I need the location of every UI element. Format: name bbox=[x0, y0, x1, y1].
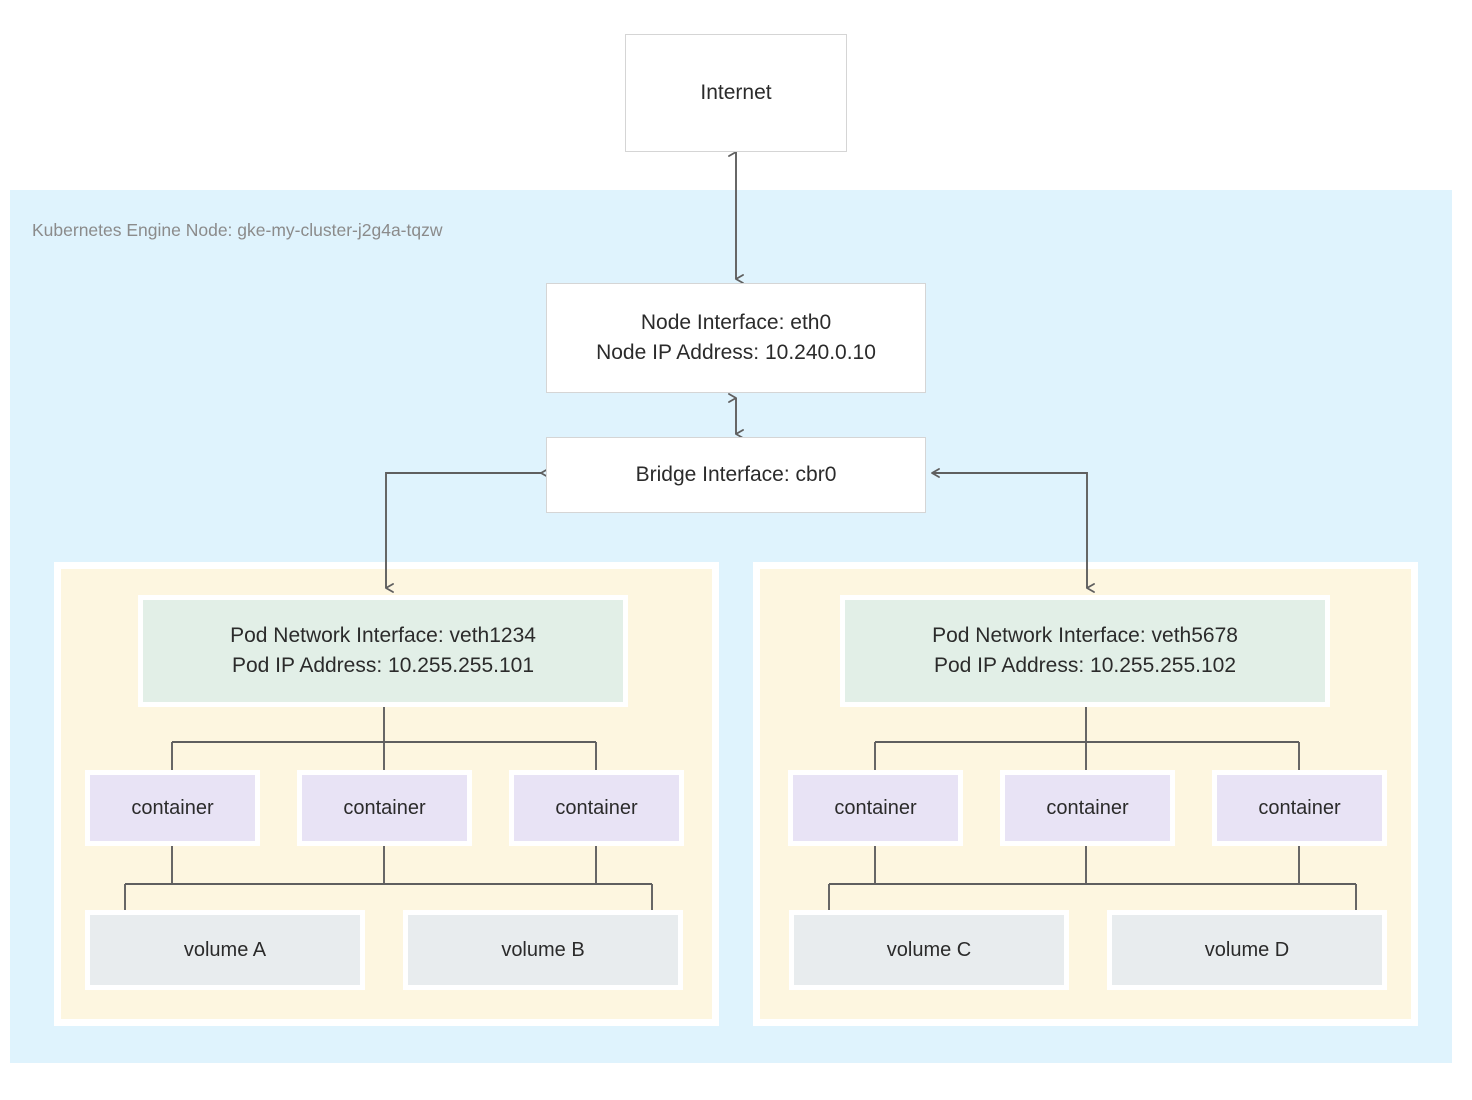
pod-1-volume-a-label: volume A bbox=[183, 938, 267, 961]
pod-2-container-3-label: container bbox=[1258, 796, 1341, 819]
internet-box[interactable]: Internet bbox=[625, 34, 847, 152]
bridge-interface-box[interactable]: Bridge Interface: cbr0 bbox=[546, 437, 926, 513]
pod-2-ip-address: Pod IP Address: 10.255.255.102 bbox=[933, 654, 1237, 677]
pod-1-container-2-label: container bbox=[343, 796, 426, 819]
pod-1-ip-address: Pod IP Address: 10.255.255.101 bbox=[231, 654, 535, 677]
pod-2-volume-c[interactable]: volume C bbox=[789, 910, 1069, 990]
bridge-interface-label: Bridge Interface: cbr0 bbox=[635, 463, 837, 487]
pod-2-container-2-label: container bbox=[1046, 796, 1129, 819]
pod-2-volume-d[interactable]: volume D bbox=[1107, 910, 1387, 990]
node-interface-name: Node Interface: eth0 bbox=[640, 311, 832, 335]
pod-2-container-2[interactable]: container bbox=[1000, 770, 1175, 846]
pod-1-container-3-label: container bbox=[555, 796, 638, 819]
pod-2-container-1-label: container bbox=[834, 796, 917, 819]
node-ip-address: Node IP Address: 10.240.0.10 bbox=[596, 341, 876, 364]
pod-2-container-3[interactable]: container bbox=[1212, 770, 1387, 846]
node-interface-box[interactable]: Node Interface: eth0 Node IP Address: 10… bbox=[546, 283, 926, 393]
pod-1-interface-name: Pod Network Interface: veth1234 bbox=[230, 624, 536, 648]
pod-1-volume-b-label: volume B bbox=[501, 938, 585, 961]
pod-1-volume-a[interactable]: volume A bbox=[85, 910, 365, 990]
internet-label: Internet bbox=[700, 81, 772, 105]
pod-2-network-interface-box[interactable]: Pod Network Interface: veth5678 Pod IP A… bbox=[840, 595, 1330, 707]
pod-2-interface-name: Pod Network Interface: veth5678 bbox=[932, 624, 1238, 648]
pod-1-container-3[interactable]: container bbox=[509, 770, 684, 846]
pod-2-volume-d-label: volume D bbox=[1204, 938, 1290, 961]
pod-2-volume-c-label: volume C bbox=[886, 938, 972, 961]
pod-1-volume-b[interactable]: volume B bbox=[403, 910, 683, 990]
pod-1-network-interface-box[interactable]: Pod Network Interface: veth1234 Pod IP A… bbox=[138, 595, 628, 707]
pod-1-container-1-label: container bbox=[131, 796, 214, 819]
pod-2-container-1[interactable]: container bbox=[788, 770, 963, 846]
pod-1-container-1[interactable]: container bbox=[85, 770, 260, 846]
pod-1-container-2[interactable]: container bbox=[297, 770, 472, 846]
kubernetes-node-region-label: Kubernetes Engine Node: gke-my-cluster-j… bbox=[32, 220, 443, 240]
